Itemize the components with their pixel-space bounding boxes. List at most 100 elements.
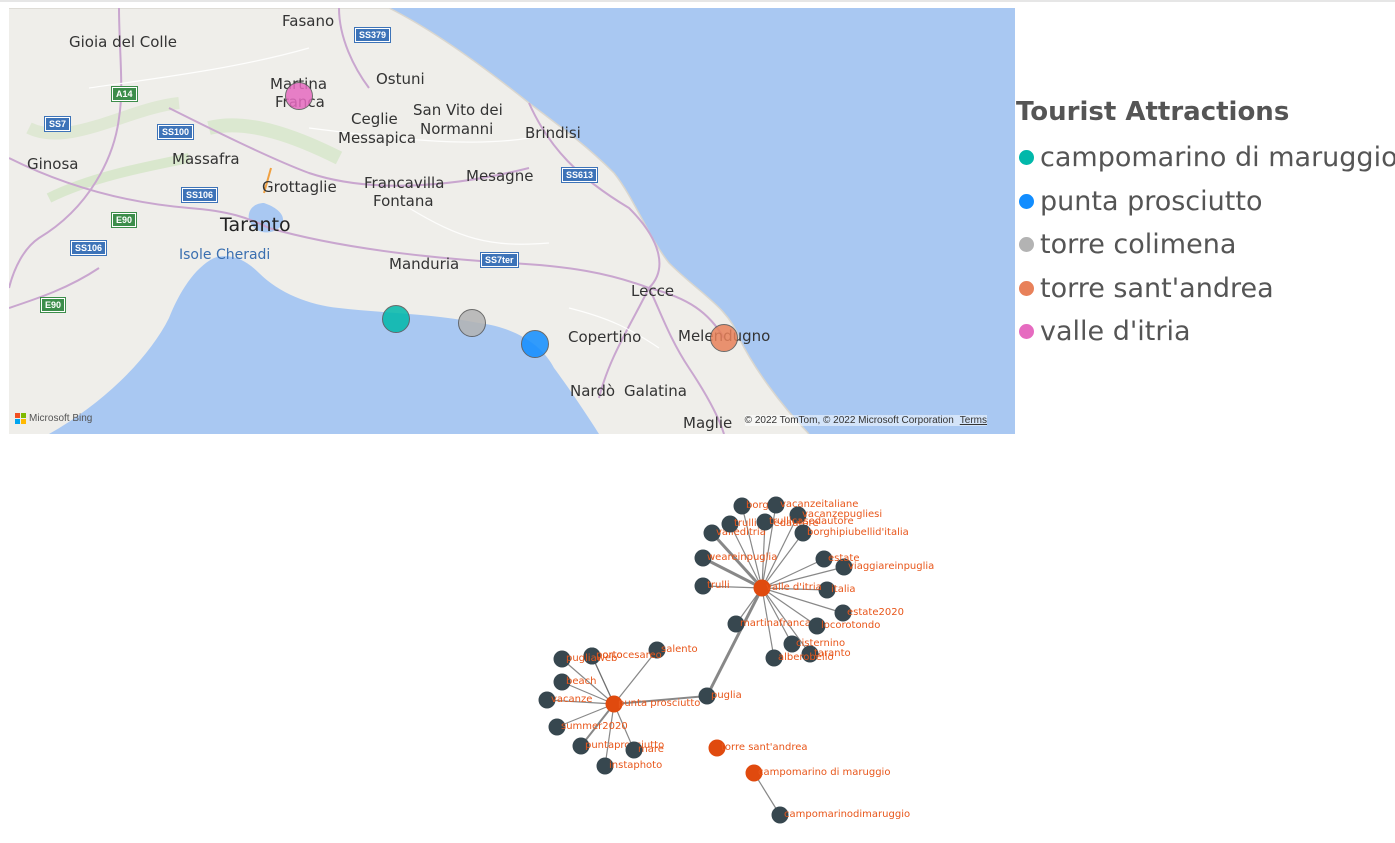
- network-leaf-node[interactable]: [538, 691, 556, 709]
- map-label-gioia-del-colle: Gioia del Colle: [69, 33, 177, 51]
- road-shield: SS379: [353, 27, 392, 43]
- network-leaf-node[interactable]: [765, 649, 783, 667]
- network-leaf-node[interactable]: [648, 641, 666, 659]
- network-node-label: torre sant'andrea: [721, 742, 808, 753]
- map-marker-valle-d-itria[interactable]: [285, 82, 313, 110]
- map-marker-torre-sant-andrea[interactable]: [710, 324, 738, 352]
- network-leaf-node[interactable]: [808, 617, 826, 635]
- network-leaf-node[interactable]: [789, 506, 807, 524]
- network-leaf-node[interactable]: [625, 741, 643, 759]
- network-edge: [761, 504, 777, 589]
- legend-item-torre-sant-andrea[interactable]: torre sant'andrea: [1016, 267, 1394, 311]
- network-leaf-node[interactable]: [703, 524, 721, 542]
- network-edge: [761, 587, 828, 591]
- map-label-ostuni: Ostuni: [376, 70, 425, 88]
- road-shield: A14: [111, 86, 138, 102]
- bing-brand: Microsoft Bing: [15, 413, 92, 424]
- road-shield: SS106: [69, 240, 108, 256]
- road-shield: SS7ter: [480, 252, 519, 268]
- map-visual[interactable]: Fasano Gioia del Colle Ostuni Martina Fr…: [9, 8, 1015, 434]
- network-node-label: pugliaweb: [566, 653, 617, 664]
- network-hub-node[interactable]: [753, 579, 771, 597]
- network-edge: [546, 699, 615, 705]
- legend-label: torre colimena: [1040, 229, 1237, 261]
- legend-label: valle d'itria: [1040, 316, 1191, 348]
- network-leaf-node[interactable]: [553, 673, 571, 691]
- network-leaf-node[interactable]: [835, 558, 853, 576]
- network-edge: [591, 655, 615, 705]
- map-base: [9, 8, 1015, 434]
- network-node-label: weareinpuglia: [707, 552, 777, 563]
- network-leaf-node[interactable]: [783, 635, 801, 653]
- network-leaf-node[interactable]: [801, 645, 819, 663]
- network-node-label: trulli: [707, 580, 730, 591]
- map-label-normanni: Normanni: [420, 120, 494, 138]
- network-node-label: valle d'itria: [766, 582, 822, 593]
- network-leaf-node[interactable]: [694, 549, 712, 567]
- network-leaf-node[interactable]: [572, 737, 590, 755]
- network-leaf-node[interactable]: [818, 581, 836, 599]
- map-label-messapica: Messapica: [338, 129, 417, 147]
- network-leaf-node[interactable]: [834, 604, 852, 622]
- network-leaf-node[interactable]: [767, 496, 785, 514]
- network-edge: [729, 523, 763, 589]
- legend-label: campomarino di maruggio: [1040, 142, 1395, 174]
- network-node-label: campomarinodimaruggio: [784, 809, 910, 820]
- road-shield: SS100: [156, 124, 195, 140]
- legend-item-punta-prosciutto[interactable]: punta prosciutto: [1016, 180, 1394, 224]
- network-leaf-node[interactable]: [596, 757, 614, 775]
- road-shield: E90: [39, 297, 67, 313]
- network-leaf-node[interactable]: [815, 550, 833, 568]
- network-hub-node[interactable]: [708, 739, 726, 757]
- terms-link[interactable]: Terms: [959, 415, 987, 426]
- bing-brand-label: Microsoft Bing: [29, 413, 93, 424]
- network-leaf-node[interactable]: [733, 497, 751, 515]
- map-label-massafra: Massafra: [172, 150, 240, 168]
- legend-dot-icon: [1019, 324, 1034, 340]
- network-edge: [761, 587, 775, 659]
- network-node-label: summer2020: [561, 721, 628, 732]
- network-edge: [561, 681, 615, 705]
- network-edge: [702, 585, 763, 589]
- network-leaf-node[interactable]: [553, 650, 571, 668]
- map-label-grottaglie: Grottaglie: [262, 178, 337, 196]
- network-node-label: campomarino di maruggio: [758, 767, 890, 778]
- network-edge: [761, 532, 804, 589]
- network-edge: [761, 566, 845, 589]
- network-leaf-node[interactable]: [694, 577, 712, 595]
- map-label-ginosa: Ginosa: [27, 155, 79, 173]
- network-edge: [604, 703, 615, 767]
- map-marker-torre-colimena[interactable]: [458, 309, 486, 337]
- network-leaf-node[interactable]: [698, 687, 716, 705]
- map-attribution: © 2022 TomTom, © 2022 Microsoft Corporat…: [744, 415, 987, 426]
- network-hub-node[interactable]: [605, 695, 623, 713]
- network-edge: [741, 505, 763, 589]
- network-node-label: cisternino: [796, 638, 845, 649]
- map-legend: Tourist Attractions campomarino di marug…: [1016, 96, 1395, 354]
- legend-item-valle-d-itria[interactable]: valle d'itria: [1016, 310, 1394, 354]
- legend-item-torre-colimena[interactable]: torre colimena: [1016, 223, 1394, 267]
- map-marker-campomarino-di-maruggio[interactable]: [382, 305, 410, 333]
- map-marker-punta-prosciutto[interactable]: [521, 330, 549, 358]
- network-leaf-node[interactable]: [548, 718, 566, 736]
- network-leaf-node[interactable]: [727, 615, 745, 633]
- network-leaf-node[interactable]: [771, 806, 789, 824]
- network-edge: [710, 531, 764, 590]
- legend-label: punta prosciutto: [1040, 185, 1263, 217]
- network-edge: [761, 558, 825, 589]
- network-node-label: valleditria: [716, 527, 766, 538]
- network-leaf-node[interactable]: [721, 515, 739, 533]
- top-divider: [0, 0, 1395, 2]
- road-shield: SS613: [560, 167, 599, 183]
- legend-dot-icon: [1019, 280, 1034, 296]
- network-edge: [561, 658, 615, 705]
- network-leaf-node[interactable]: [756, 513, 774, 531]
- network-leaf-node[interactable]: [794, 524, 812, 542]
- network-hub-node[interactable]: [745, 764, 763, 782]
- road-shield: E90: [110, 212, 138, 228]
- network-node-label: borghipiubellid'italia: [807, 527, 909, 538]
- legend-item-campomarino-di-maruggio[interactable]: campomarino di maruggio: [1016, 136, 1395, 180]
- network-node-label: italia: [831, 584, 856, 595]
- network-leaf-node[interactable]: [583, 647, 601, 665]
